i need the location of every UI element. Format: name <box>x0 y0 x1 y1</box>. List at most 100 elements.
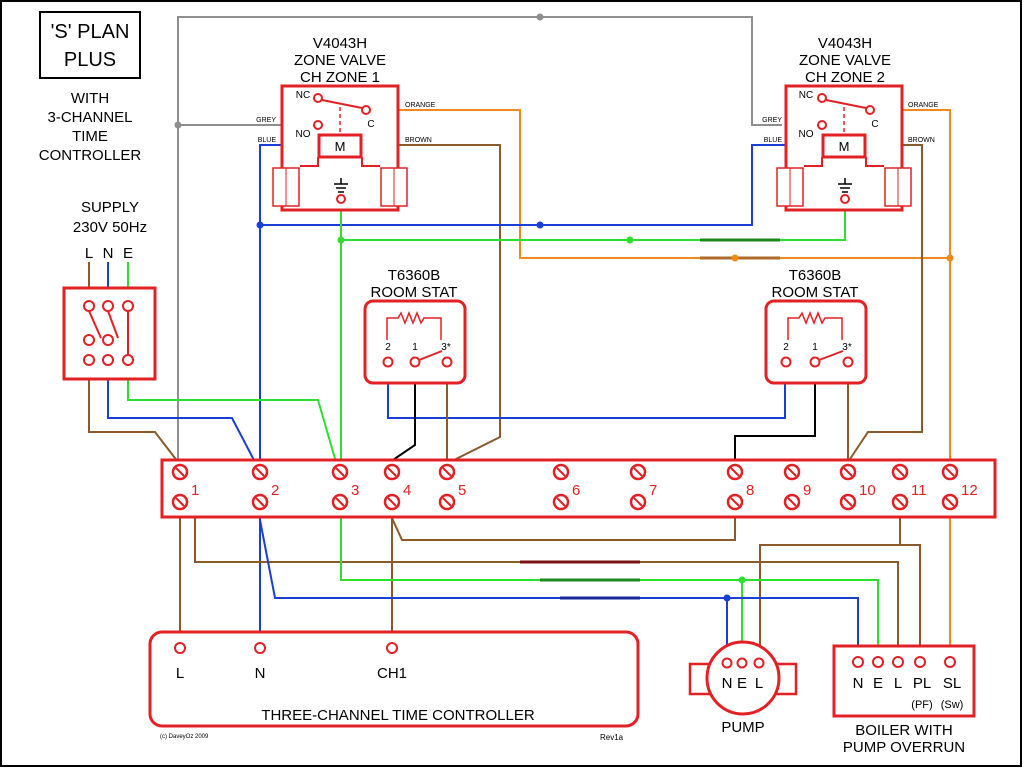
boiler-sl-label: SL <box>943 675 961 692</box>
terminal-number: 2 <box>271 482 279 499</box>
title-line2: PLUS <box>64 49 116 71</box>
valve2-nc-pin <box>817 93 827 103</box>
boiler: N E L PL SL (PF) (Sw) BOILER WITH PUMP O… <box>832 644 976 756</box>
boiler-sw-label: (Sw) <box>941 699 964 711</box>
terminal-number: 9 <box>803 482 811 499</box>
valve2-motor-label: M <box>839 139 850 154</box>
isolator-pin <box>102 354 114 366</box>
terminal-3: 3 <box>331 463 359 511</box>
supply-label: SUPPLY <box>81 199 139 216</box>
blue-wire-stats <box>387 366 786 419</box>
valve2-c-label: C <box>871 119 878 130</box>
supply-n-label: N <box>103 245 114 262</box>
pump-l-label: L <box>755 675 763 692</box>
stat2-terminal-2 <box>780 356 792 368</box>
screw-slot <box>787 467 797 477</box>
junction-dot <box>946 254 954 262</box>
isolator-pin <box>102 300 114 312</box>
screw-slot <box>730 467 740 477</box>
screw-slot <box>442 497 452 507</box>
valve1-c-pin <box>361 105 371 115</box>
boiler-pf-label: (PF) <box>911 699 932 711</box>
isolator-pin <box>83 354 95 366</box>
isolator-pin <box>122 354 134 366</box>
terminal-7: 7 <box>629 463 657 511</box>
controller-name: THREE-CHANNEL TIME CONTROLLER <box>261 707 535 724</box>
terminal-number: 10 <box>859 482 876 499</box>
stat2-t3-label: 3* <box>842 342 852 353</box>
screw-slot <box>633 497 643 507</box>
boiler-pl-pin <box>914 656 926 668</box>
valve2-orange-label: ORANGE <box>908 102 939 109</box>
controller-l-pin <box>174 642 186 654</box>
subtitle-line2: 3-CHANNEL <box>47 109 132 126</box>
valve1-motor <box>317 133 363 159</box>
valve1-blue-label: BLUE <box>258 137 277 144</box>
pump-e-pin <box>736 657 748 669</box>
terminal-9: 9 <box>783 463 811 511</box>
terminal-8: 8 <box>726 463 754 511</box>
controller-ch1-pin <box>386 642 398 654</box>
pump: N E L PUMP <box>688 640 798 736</box>
supply-earth-out <box>127 366 337 463</box>
zone-valve-1: V4043H ZONE VALVE CH ZONE 1 NC NO C M GR… <box>256 35 436 212</box>
boiler-name-line1: BOILER WITH <box>855 722 953 739</box>
junction-dot <box>256 221 264 229</box>
isolator-pin <box>83 300 95 312</box>
terminal-number: 6 <box>572 482 580 499</box>
stat2-terminal-1 <box>809 356 821 368</box>
room-stat-1: T6360B ROOM STAT 2 1 3* <box>363 267 467 385</box>
boiler-e-pin <box>872 656 884 668</box>
screw-slot <box>843 467 853 477</box>
isolator-pin <box>83 334 95 346</box>
junction-dot <box>738 576 746 584</box>
junction-dot <box>723 594 731 602</box>
room-stat-2: T6360B ROOM STAT 2 1 3* <box>764 267 868 385</box>
valve2-switch-blade <box>825 99 867 109</box>
boiler-name-line2: PUMP OVERRUN <box>843 739 965 756</box>
screw-slot <box>633 467 643 477</box>
screw-slot <box>255 497 265 507</box>
title-box: 'S' PLAN PLUS <box>39 11 141 79</box>
supply-e-label: E <box>123 245 133 262</box>
valve1-no-pin <box>313 120 323 130</box>
supply-block: SUPPLY 230V 50Hz L N E <box>62 199 157 381</box>
subtitle: WITH 3-CHANNEL TIME CONTROLLER <box>39 90 142 164</box>
terminal-4: 4 <box>383 463 411 511</box>
terminal-1: 1 <box>171 463 199 511</box>
grey-wire-valve2 <box>177 16 782 462</box>
pump-e-label: E <box>737 675 747 692</box>
valve2-no-label: NO <box>799 129 814 140</box>
terminal-number: 3 <box>351 482 359 499</box>
terminal-5: 5 <box>438 463 466 511</box>
boiler-e-label: E <box>873 675 883 692</box>
controller-n-pin <box>254 642 266 654</box>
stat1-terminal-3 <box>441 356 453 368</box>
terminal-number: 8 <box>746 482 754 499</box>
valve2-brown-label: BROWN <box>908 137 935 144</box>
isolator-pin <box>102 334 114 346</box>
isolator-pin <box>122 300 134 312</box>
screw-slot <box>442 467 452 477</box>
screw-slot <box>335 467 345 477</box>
terminal-12: 12 <box>941 463 978 511</box>
junction-dot <box>626 236 634 244</box>
terminal-11: 11 <box>891 463 927 511</box>
valve2-c-pin <box>865 105 875 115</box>
ch1-to-terminal8-wire <box>391 502 736 541</box>
valve2-zone: CH ZONE 2 <box>805 69 885 86</box>
junction-dot <box>731 254 739 262</box>
terminal-10: 10 <box>839 463 876 511</box>
pump-n-pin <box>721 657 733 669</box>
pump-n-label: N <box>722 675 733 692</box>
valve1-grey-label: GREY <box>256 117 276 124</box>
terminal-number: 4 <box>403 482 411 499</box>
terminal-number: 12 <box>961 482 978 499</box>
stat2-resistor-symbol <box>787 310 843 340</box>
valve1-switch-blade <box>321 99 363 109</box>
controller-n-label: N <box>255 665 266 682</box>
valve1-motor-label: M <box>335 139 346 154</box>
junction-dot <box>337 236 345 244</box>
